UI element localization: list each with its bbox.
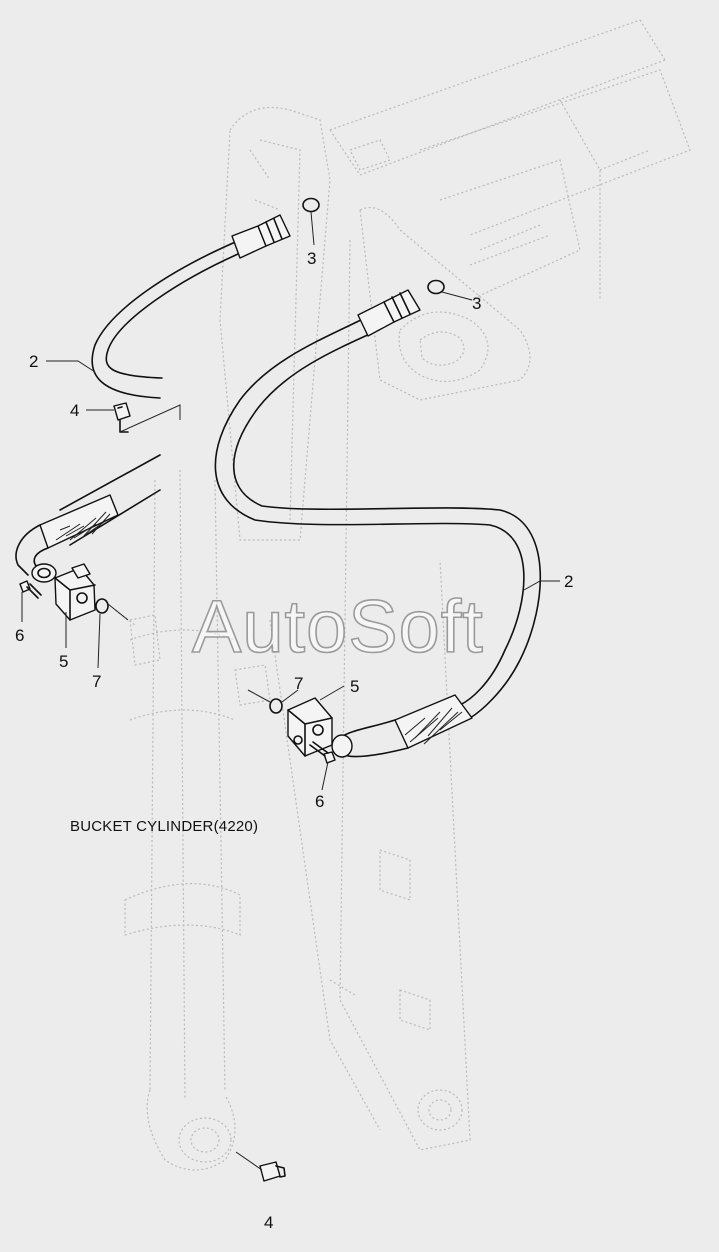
fitting-bracket-lines	[119, 404, 181, 433]
leader-lines	[21, 211, 560, 1171]
ghost-arm-assembly	[114, 19, 691, 1171]
callout-hose-lower: 2	[564, 572, 573, 591]
callout-fitting-upper: 4	[70, 401, 79, 420]
hose-upper	[15, 214, 291, 583]
callout-oring-upper: 3	[307, 249, 316, 268]
callout-fitting-lower: 4	[264, 1213, 273, 1232]
oring-mid	[427, 279, 445, 295]
fitting-lower	[259, 1161, 286, 1182]
watermark-text: AutoSoft	[192, 585, 484, 668]
callout-bolt-left: 6	[15, 626, 24, 645]
callout-flange-left: 5	[59, 652, 68, 671]
flange-right	[287, 697, 333, 757]
bolt-left	[19, 580, 42, 599]
callout-hose-upper: 2	[29, 352, 38, 371]
fitting-upper	[113, 402, 131, 433]
oring-upper	[302, 197, 320, 213]
hose-lower	[214, 289, 542, 758]
callout-labels: 2 2 3 3 4 4 5 5 6 6 7 7	[15, 249, 573, 1232]
flange-left	[54, 563, 96, 621]
oring-left	[95, 598, 109, 614]
callout-oring-left: 7	[92, 672, 101, 691]
diagram-caption: BUCKET CYLINDER(4220)	[70, 818, 258, 835]
callout-flange-right: 5	[350, 677, 359, 696]
bolt-right	[309, 741, 336, 764]
callout-oring-right: 7	[294, 674, 303, 693]
callout-oring-mid: 3	[472, 294, 481, 313]
oring-right	[269, 698, 283, 714]
callout-bolt-right: 6	[315, 792, 324, 811]
